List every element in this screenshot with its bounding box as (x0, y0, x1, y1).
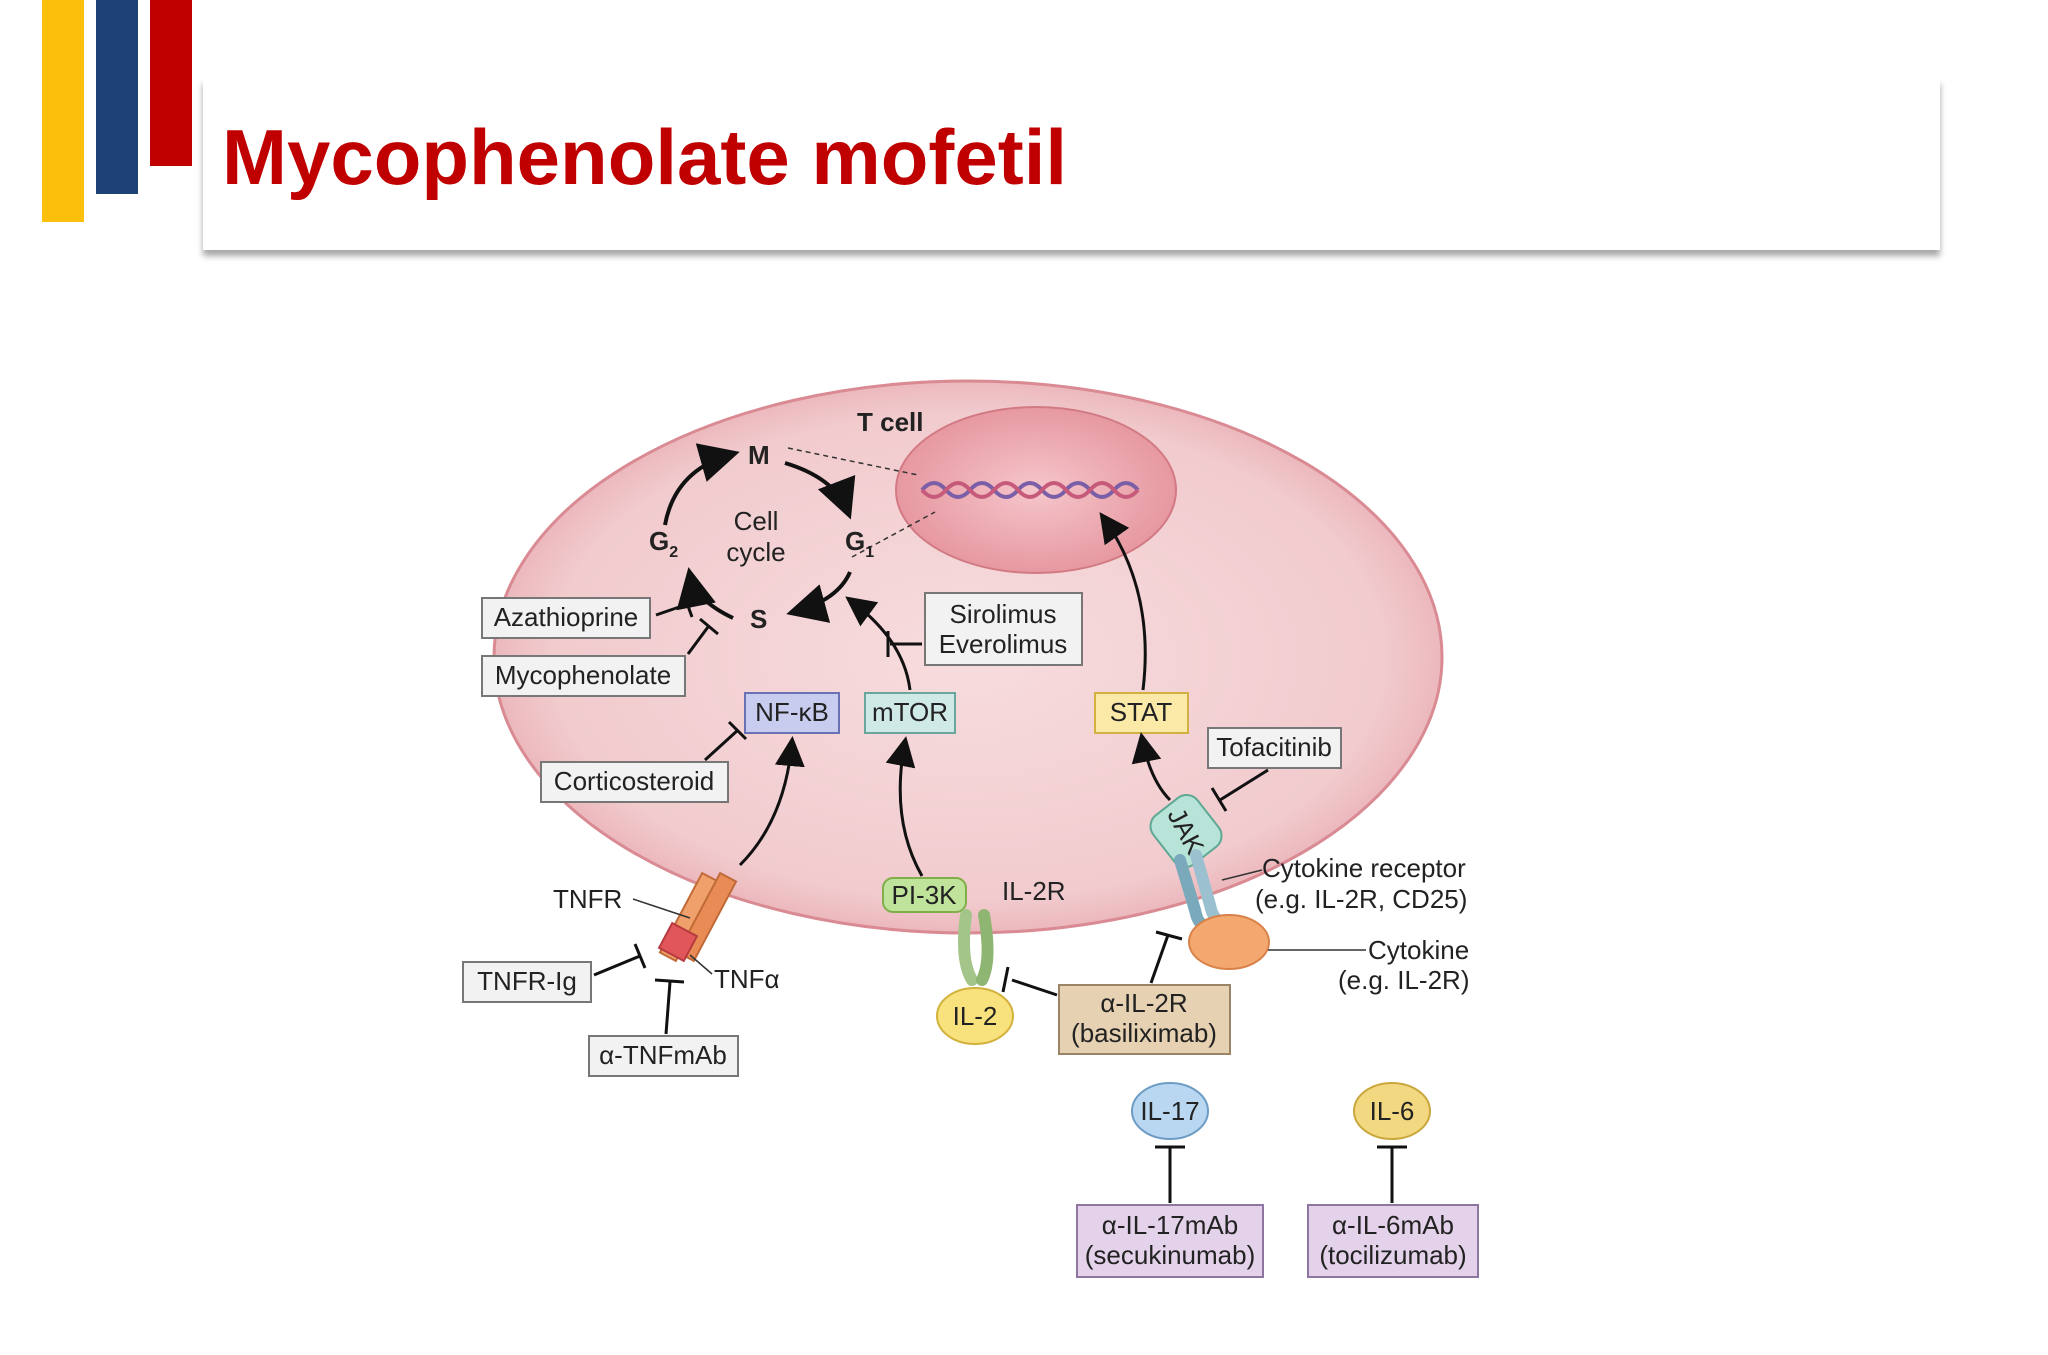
sirolimus-box (924, 592, 1083, 666)
tnfr-label: TNFR (553, 884, 622, 914)
cycle-g2: G2 (649, 526, 678, 561)
azathioprine-label: Azathioprine (494, 602, 639, 632)
il2r-label: IL-2R (1002, 876, 1066, 906)
tofacitinib-label: Tofacitinib (1216, 732, 1332, 762)
il2r-receptor-icon (958, 909, 994, 986)
il6-label: IL-6 (1370, 1096, 1415, 1126)
corticosteroid-box (540, 761, 729, 803)
tnfa-label: TNFα (714, 964, 780, 994)
il2-label: IL-2 (953, 1001, 998, 1031)
dna-helix-icon (920, 481, 1140, 499)
g2-to-m-arrow (663, 443, 740, 526)
anti-il2r-label-1: α-IL-2R (1100, 988, 1187, 1018)
everolimus-label: Everolimus (939, 629, 1068, 659)
accent-bar-blue (96, 0, 138, 194)
cycle-s: S (750, 604, 767, 634)
m-to-nucleus-dashed (787, 447, 919, 476)
azathioprine-box (481, 597, 651, 639)
anti-il17-label-1: α-IL-17mAb (1102, 1210, 1238, 1240)
tnfr-ig-inhibit-bar (633, 943, 647, 969)
cycle-center-line1: Cell (734, 506, 779, 536)
pi3k-box (882, 877, 967, 913)
tofacitinib-box (1207, 727, 1342, 769)
jak-to-stat-arrow (1131, 732, 1172, 802)
cycle-g1: G1 (845, 526, 874, 561)
anti-il2r-to-il2r-inhibit-bar (1001, 966, 1010, 993)
tnfr-ig-inhibit-line (593, 954, 641, 977)
slide-title: Mycophenolate mofetil (222, 113, 1068, 201)
cytokine-label-2: (e.g. IL-2R) (1338, 965, 1470, 995)
anti-il2r-to-il2r-inhibit-line (1011, 978, 1058, 997)
g1-to-s-arrow (786, 571, 852, 623)
tofacitinib-inhibit-bar (1210, 787, 1228, 812)
mtor-label: mTOR (872, 697, 948, 727)
sirolimus-label: Sirolimus (950, 599, 1057, 629)
accent-bar-red (150, 0, 192, 166)
accent-bar-yellow (42, 0, 84, 222)
pi3k-to-mtor-arrow (885, 736, 924, 877)
anti-tnf-inhibit-line (664, 981, 672, 1035)
stat-label: STAT (1110, 697, 1173, 727)
anti-il6-box (1307, 1204, 1479, 1278)
cytokine-label-1: Cytokine (1368, 935, 1469, 965)
anti-il2r-to-cytokine-inhibit-line (1149, 934, 1170, 984)
corticosteroid-label: Corticosteroid (554, 766, 714, 796)
tofacitinib-inhibit-line (1219, 768, 1269, 802)
tnfr-receptor-icon (657, 871, 738, 963)
tnfr-to-nfkb-arrow (738, 736, 805, 867)
azathioprine-inhibit-bar (681, 591, 694, 618)
anti-il2r-box (1058, 984, 1231, 1055)
mycophenolate-box (481, 655, 686, 697)
mycophenolate-inhibit-line (686, 626, 710, 655)
il17-label: IL-17 (1140, 1096, 1199, 1126)
mycophenolate-label: Mycophenolate (495, 660, 671, 690)
nfkb-label: NF-κB (755, 697, 829, 727)
il17-icon (1131, 1082, 1209, 1140)
tnfr-ig-label: TNFR-Ig (477, 966, 577, 996)
stat-to-nucleus-arrow (1099, 512, 1147, 691)
anti-tnf-inhibit-bar (654, 978, 685, 984)
mycophenolate-inhibit-bar (699, 617, 719, 636)
cytokine-receptor-pointer (1221, 869, 1263, 881)
pi3k-label: PI-3K (891, 880, 957, 910)
jak-box (1149, 793, 1223, 869)
m-to-g1-arrow (784, 461, 856, 520)
anti-il6-label-2: (tocilizumab) (1319, 1240, 1466, 1270)
cycle-center-line2: cycle (726, 537, 785, 567)
s-to-g2-arrow (676, 567, 734, 620)
azathioprine-inhibit-line (655, 602, 689, 617)
anti-tnf-box (588, 1035, 739, 1077)
title-panel (203, 78, 1940, 250)
tnfa-pointer (689, 954, 713, 975)
il2-icon (936, 987, 1014, 1045)
corticosteroid-inhibit-line (703, 728, 740, 762)
anti-il2r-to-cytokine-inhibit-bar (1155, 930, 1183, 941)
stat-box (1094, 692, 1189, 734)
tnfr-ig-box (462, 961, 592, 1003)
anti-il17-label-2: (secukinumab) (1085, 1240, 1256, 1270)
nucleus (895, 406, 1177, 574)
cytokine-receptor-label-2: (e.g. IL-2R, CD25) (1255, 884, 1467, 914)
anti-il2r-label-2: (basiliximab) (1071, 1018, 1217, 1048)
nfkb-box (744, 692, 840, 734)
mtor-box (864, 692, 956, 734)
il6-icon (1353, 1082, 1431, 1140)
cytokine-receptor-label-1: Cytokine receptor (1262, 853, 1466, 883)
cycle-m: M (748, 440, 770, 470)
g1-to-nucleus-dashed (851, 511, 936, 558)
corticosteroid-inhibit-bar (727, 720, 748, 741)
cytokine-icon (1188, 914, 1270, 970)
t-cell-label: T cell (857, 407, 923, 437)
anti-il6-label-1: α-IL-6mAb (1332, 1210, 1454, 1240)
anti-tnf-label: α-TNFmAb (599, 1040, 727, 1070)
anti-il17-box (1076, 1204, 1264, 1278)
tnfr-pointer (632, 898, 691, 919)
